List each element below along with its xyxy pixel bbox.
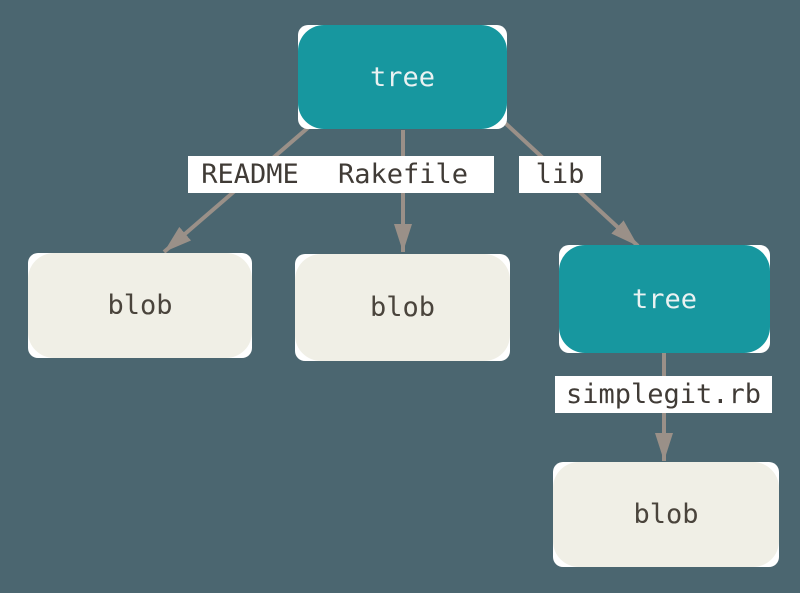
node-label: blob (633, 499, 699, 530)
node-label: blob (107, 290, 173, 321)
edge-label-lib: lib (519, 156, 601, 193)
edge-label-readme: README (188, 156, 312, 193)
blob-node-simplegit-wrap: blob (553, 462, 779, 567)
blob-node-rakefile-wrap: blob (295, 254, 510, 361)
blob-node-rakefile: blob (295, 254, 510, 361)
tree-node-root-wrap: tree (298, 25, 507, 129)
blob-node-readme: blob (28, 253, 252, 358)
edge-label-simplegit-rb: simplegit.rb (555, 376, 772, 413)
tree-node-lib: tree (559, 245, 770, 353)
node-label: tree (631, 283, 698, 315)
blob-node-simplegit: blob (553, 462, 779, 567)
edge-label-rakefile: Rakefile (312, 156, 494, 193)
tree-node-lib-wrap: tree (559, 245, 770, 353)
node-label: tree (369, 61, 436, 93)
tree-node-root: tree (298, 25, 507, 129)
node-label: blob (369, 292, 436, 323)
blob-node-readme-wrap: blob (28, 253, 252, 358)
